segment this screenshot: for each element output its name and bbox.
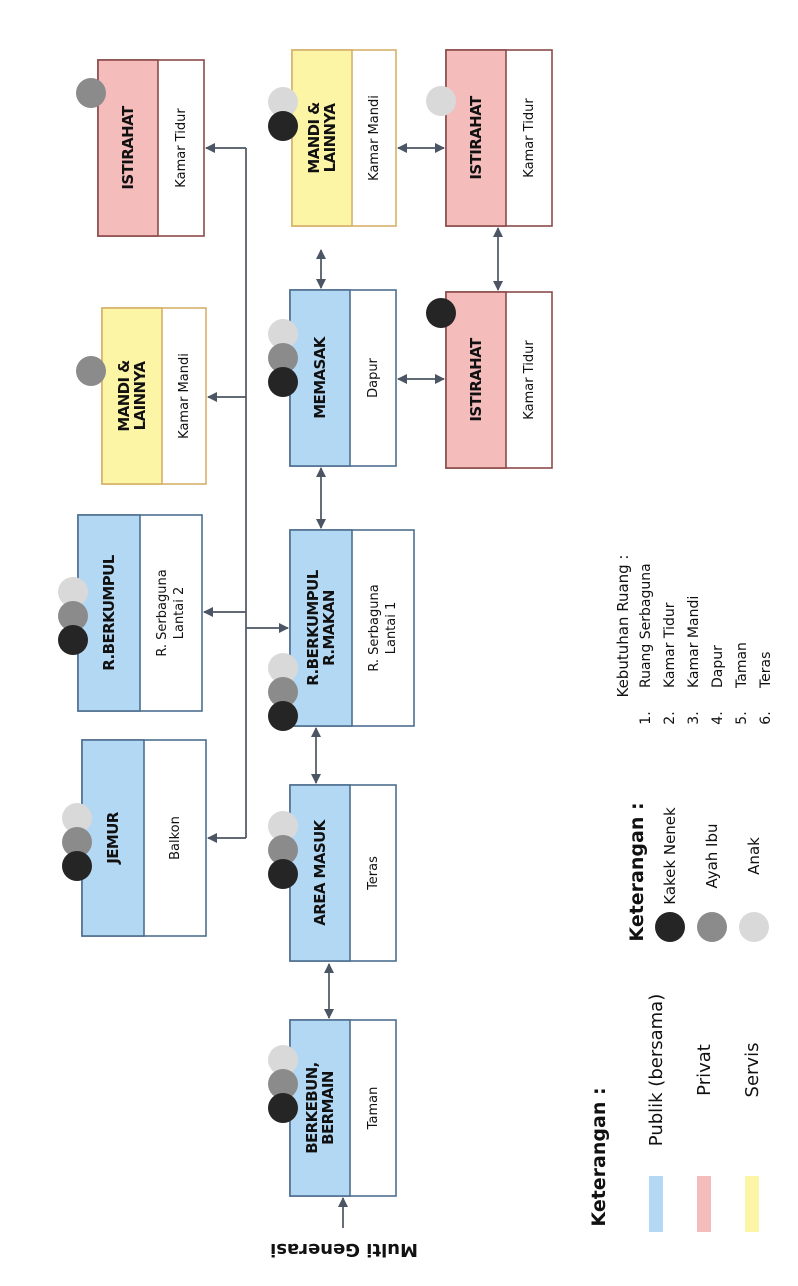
node-activity-label: MANDI & LAINNYA (115, 360, 149, 432)
kebutuhan-num: 6. (758, 711, 774, 725)
node-room-label: Taman (365, 1086, 381, 1130)
node-istirahat-anak (445, 49, 553, 227)
legend-dot-anak (739, 912, 769, 942)
kebutuhan-num: 5. (734, 711, 750, 725)
user-dot-anak (268, 1045, 298, 1075)
user-dot-kakek-nenek (62, 851, 92, 881)
node-activity-label: MEMASAK (311, 337, 329, 419)
node-room-label: Kamar Tidur (521, 98, 537, 178)
node-activity-band (77, 514, 141, 712)
legend-zones-title: Keterangan : (588, 1087, 610, 1227)
node-mandi-atas (101, 307, 207, 485)
kebutuhan-num: 3. (686, 711, 702, 725)
node-room-label: Balkon (167, 816, 183, 860)
node-activity-label: R.BERKUMPUL (100, 555, 118, 671)
user-dot-kakek-nenek (268, 111, 298, 141)
user-dot-kakek-nenek (268, 859, 298, 889)
kebutuhan-num: 2. (662, 711, 678, 725)
node-room-label: Dapur (365, 358, 381, 398)
node-jemur (81, 739, 207, 937)
user-dot-kakek-nenek (268, 367, 298, 397)
user-dot-ayah-ibu (76, 78, 106, 108)
node-activity-label: MANDI & LAINNYA (305, 102, 339, 174)
user-dot-anak (268, 811, 298, 841)
node-activity-band (101, 307, 163, 485)
kebutuhan-item: Teras (758, 651, 774, 688)
node-activity-label: ISTIRAHAT (467, 96, 485, 180)
node-room-label: Kamar Tidur (173, 108, 189, 188)
legend-users-title: Keterangan : (626, 802, 648, 942)
node-activity-label: ISTIRAHAT (467, 338, 485, 422)
node-activity-band (445, 291, 507, 469)
legend-dot-ayah-ibu (697, 912, 727, 942)
user-dot-ayah-ibu (268, 343, 298, 373)
node-room-label: R. Serbaguna Lantai 2 (155, 569, 187, 657)
user-dot-ayah-ibu (62, 827, 92, 857)
node-berkebun (289, 1019, 397, 1197)
legend-user-label: Ayah Ibu (703, 823, 721, 889)
node-activity-band (445, 49, 507, 227)
user-dot-ayah-ibu (76, 356, 106, 386)
user-dot-kakek-nenek (268, 1093, 298, 1123)
node-activity-label: BERKEBUN, BERMAIN (303, 1062, 337, 1154)
user-dot-anak (268, 653, 298, 683)
kebutuhan-num: 4. (710, 711, 726, 725)
node-activity-label: JEMUR (104, 812, 122, 864)
legend-swatch-servis (745, 1176, 759, 1232)
node-activity-band (289, 784, 351, 962)
node-istirahat-atas (97, 59, 205, 237)
user-dot-kakek-nenek (268, 701, 298, 731)
node-istirahat-kakek (445, 291, 553, 469)
kebutuhan-item: Kamar Mandi (686, 595, 702, 688)
diagram-title: Multi Generasi (270, 1239, 418, 1260)
node-activity-band (289, 529, 353, 727)
legend-zone-label: Privat (693, 1044, 715, 1096)
legend-zone-label: Servis (741, 1042, 763, 1098)
user-dot-anak (268, 87, 298, 117)
user-dot-ayah-ibu (268, 677, 298, 707)
legend-swatch-publik (649, 1176, 663, 1232)
node-room-label: R. Serbaguna Lantai 1 (367, 584, 399, 672)
kebutuhan-item: Ruang Serbaguna (638, 563, 654, 688)
node-memasak (289, 289, 397, 467)
node-room-label: Kamar Mandi (366, 95, 382, 181)
user-dot-anak (62, 803, 92, 833)
kebutuhan-item: Dapur (710, 645, 726, 688)
node-activity-band (97, 59, 159, 237)
node-r-berkumpul-makan (289, 529, 415, 727)
user-dot-ayah-ibu (268, 1069, 298, 1099)
user-dot-ayah-ibu (58, 601, 88, 631)
node-activity-band (289, 1019, 351, 1197)
user-dot-anak (268, 319, 298, 349)
node-room-label: Teras (365, 856, 381, 890)
node-mandi-bawah (291, 49, 397, 227)
legend-user-label: Anak (745, 837, 763, 875)
node-room-label: Kamar Tidur (521, 340, 537, 420)
kebutuhan-item: Taman (734, 642, 750, 688)
user-dot-kakek-nenek (426, 298, 456, 328)
legend-swatch-privat (697, 1176, 711, 1232)
node-area-masuk (289, 784, 397, 962)
node-room-label: Kamar Mandi (176, 353, 192, 439)
kebutuhan-title: Kebutuhan Ruang : (614, 554, 632, 698)
user-dot-anak (426, 86, 456, 116)
legend-dot-kakek-nenek (655, 912, 685, 942)
node-activity-band (289, 289, 351, 467)
kebutuhan-num: 1. (638, 711, 654, 725)
node-activity-label: ISTIRAHAT (119, 106, 137, 190)
user-dot-kakek-nenek (58, 625, 88, 655)
kebutuhan-item: Kamar Tidur (662, 602, 678, 688)
user-dot-anak (58, 577, 88, 607)
user-dot-ayah-ibu (268, 835, 298, 865)
legend-user-label: Kakek Nenek (661, 807, 679, 905)
node-activity-label: R.BERKUMPUL R.MAKAN (304, 570, 338, 686)
legend-zone-label: Publik (bersama) (645, 993, 667, 1147)
node-activity-label: AREA MASUK (311, 820, 329, 926)
